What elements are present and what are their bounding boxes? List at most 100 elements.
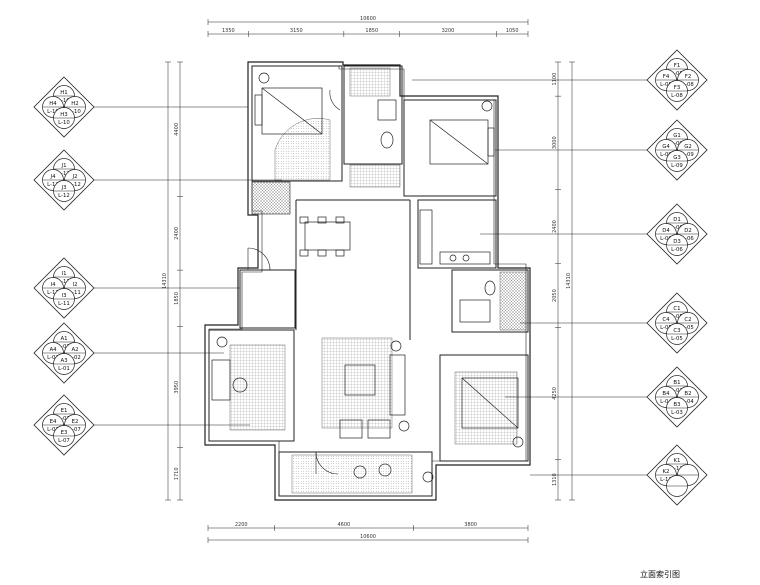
marker-sub-right: L-09 [682, 152, 694, 158]
marker-label-bottom: G3 [673, 155, 681, 161]
marker-label-top: G1 [673, 133, 681, 139]
marker-label-left: J4 [49, 174, 56, 180]
marker-diamond [33, 257, 95, 319]
marker-sub-right: L-10 [69, 109, 81, 115]
marker-sub-top: L-09 [671, 141, 683, 147]
marker-sub-left: L-09 [660, 152, 672, 158]
marker-label-left: A4 [49, 347, 57, 353]
marker-label-bottom: I3 [61, 293, 66, 299]
dim-top-segment-label: 3200 [442, 28, 455, 34]
dim-top-segment-label: 1350 [222, 28, 235, 34]
marker-sub-bottom: L-10 [58, 120, 70, 126]
marker-sub-left: L-11 [47, 290, 59, 296]
dim-top-segment-label: 1850 [365, 28, 378, 34]
marker-label-right: B2 [684, 391, 691, 397]
marker-sub-left: L-04 [660, 399, 672, 405]
marker-label-bottom: E3 [61, 430, 68, 436]
dim-left-total-label: 14310 [162, 273, 168, 289]
dim-left-segment-label: 4400 [174, 123, 180, 136]
marker-label-bottom: H3 [60, 112, 67, 118]
marker-sub-left: L-12 [47, 182, 59, 188]
marker-sub-right: L-02 [69, 355, 81, 361]
dim-right-segment-label: 4250 [552, 387, 558, 400]
marker-diamond [33, 149, 95, 211]
marker-sub-bottom: L-06 [671, 247, 683, 253]
dim-left-segment-label: 2400 [174, 227, 180, 240]
marker-sub-right: L-11 [69, 290, 81, 296]
drawing-caption: 立面索引图 [640, 570, 680, 579]
marker-sub-right: L-08 [682, 82, 694, 88]
marker-label-left: F4 [663, 74, 670, 80]
marker-label-top: J1 [60, 163, 66, 169]
marker-sub-top: L-12 [58, 171, 70, 177]
marker-label-bottom: C3 [673, 328, 680, 334]
dim-top-segment-label: 3150 [290, 28, 303, 34]
marker-sub-top: L-08 [671, 71, 683, 77]
marker-label-top: C1 [673, 306, 680, 312]
marker-label-right: J2 [71, 174, 77, 180]
dim-bottom-total-label: 10600 [360, 534, 376, 540]
furniture [211, 72, 524, 483]
floor-patterns [229, 67, 527, 494]
marker-label-top: I1 [61, 271, 66, 277]
marker-sub-bottom: L-03 [671, 410, 683, 416]
dim-right-total-label: 14310 [566, 273, 572, 289]
marker-sub-top: L-03 [671, 388, 683, 394]
marker-sub-right: L-06 [682, 236, 694, 242]
marker-label-left: G4 [662, 144, 670, 150]
marker-sub-bottom: L-11 [58, 301, 70, 307]
marker-label-left: K2 [663, 469, 670, 475]
marker-sub-top: L-07 [58, 416, 70, 422]
marker-label-right: H2 [71, 101, 78, 107]
marker-label-left: E4 [50, 419, 57, 425]
marker-sub-left: L-05 [660, 325, 672, 331]
marker-sub-bottom: L-09 [671, 163, 683, 169]
marker-diamond [646, 292, 708, 354]
marker-diamond [646, 49, 708, 111]
marker-label-right: A2 [71, 347, 78, 353]
marker-label-bottom: B3 [673, 402, 680, 408]
marker-sub-right: L-07 [69, 427, 81, 433]
marker-label-right: F2 [685, 74, 692, 80]
marker-sub-bottom: L-08 [671, 93, 683, 99]
interior-walls [208, 65, 529, 497]
marker-label-bottom: A3 [60, 358, 67, 364]
marker-label-left: B4 [662, 391, 670, 397]
marker-sub-left: L-13 [660, 477, 672, 483]
marker-sub-bottom: L-05 [671, 336, 683, 342]
marker-diamond [33, 322, 95, 384]
dim-bottom-segment-label: 2200 [235, 522, 248, 528]
marker-label-top: D1 [673, 217, 681, 223]
marker-sub-left: L-02 [47, 355, 59, 361]
dim-bottom-segment-label: 3800 [464, 522, 477, 528]
marker-label-right: I2 [72, 282, 77, 288]
marker-sub-top: L-13 [671, 466, 683, 472]
marker-diamond [646, 366, 708, 428]
marker-diamond [33, 76, 95, 138]
marker-sub-right: L-04 [682, 399, 694, 405]
marker-label-top: F1 [674, 63, 681, 69]
marker-label-left: I4 [50, 282, 56, 288]
marker-label-right: C2 [684, 317, 691, 323]
dim-left-segment-label: 1710 [174, 467, 180, 480]
marker-sub-left: L-06 [660, 236, 672, 242]
marker-label-right: E2 [72, 419, 79, 425]
marker-sub-bottom: L-07 [58, 438, 70, 444]
marker-sub-bottom: L-01 [58, 366, 70, 372]
marker-label-top: K1 [674, 458, 681, 464]
marker-diamond [646, 203, 708, 265]
marker-sub-left: L-07 [47, 427, 59, 433]
dim-right-segment-label: 1310 [552, 473, 558, 486]
marker-label-top: B1 [673, 380, 680, 386]
marker-label-left: D4 [662, 228, 670, 234]
marker-label-bottom: F3 [674, 85, 681, 91]
